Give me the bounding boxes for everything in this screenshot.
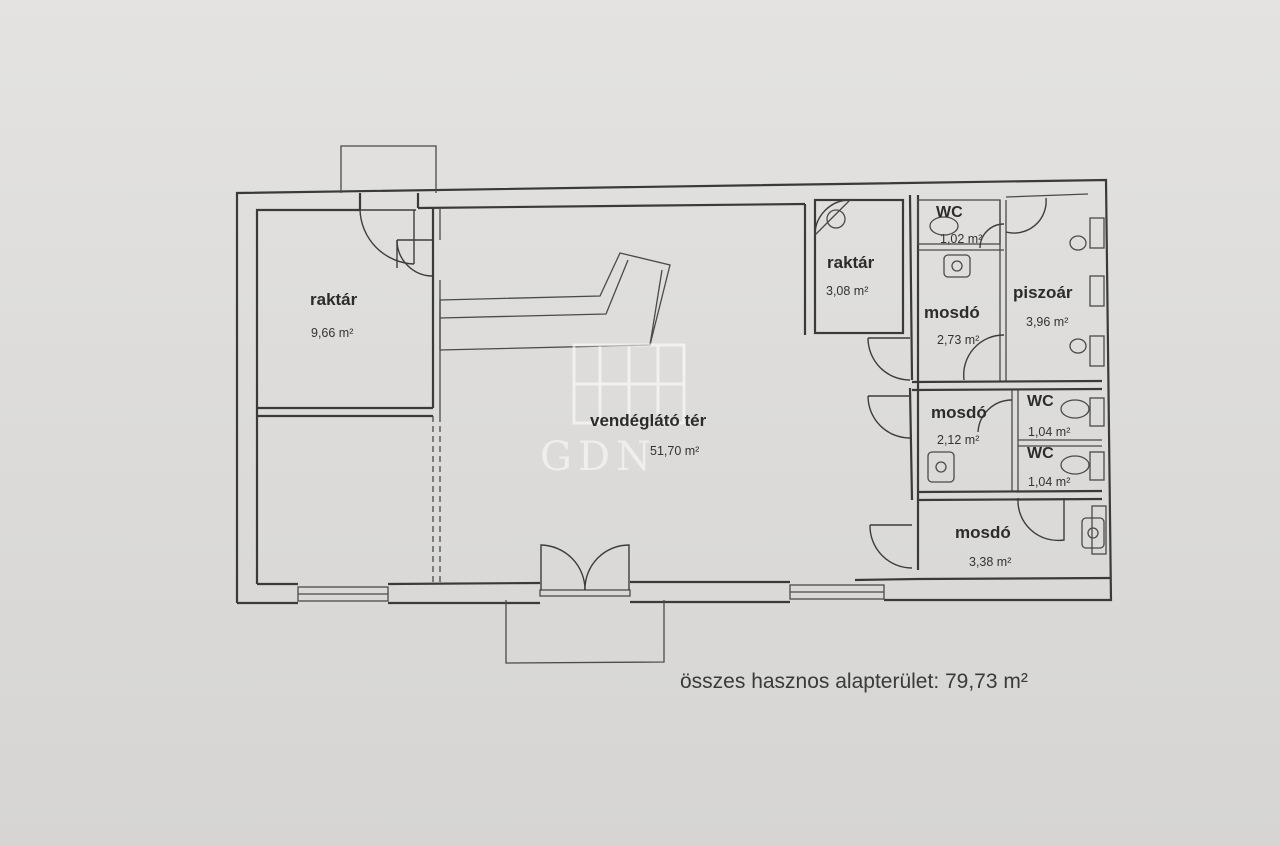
- room-name-wc-top: WC: [936, 204, 963, 221]
- sink-icon: [943, 254, 971, 278]
- room-area-urinal: 3,96 m²: [1026, 315, 1068, 329]
- room-name-wc-mid2: WC: [1027, 445, 1054, 462]
- room-name-urinal: piszoár: [1013, 283, 1073, 302]
- room-area-storage-large: 9,66 m²: [311, 326, 353, 340]
- watermark-text: GDN: [540, 434, 657, 480]
- room-area-wc-top: 1,02 m²: [940, 232, 982, 246]
- room-name-washroom-bottom: mosdó: [955, 523, 1011, 542]
- room-name-storage-small: raktár: [827, 253, 875, 272]
- room-area-wc-mid1: 1,04 m²: [1028, 425, 1070, 439]
- sink-icon: [927, 451, 955, 483]
- total-area-caption: összes hasznos alapterület: 79,73 m²: [680, 670, 1028, 693]
- small-storage-walls: [803, 198, 905, 335]
- toilet-icon: [1060, 455, 1090, 475]
- room-area-dining: 51,70 m²: [650, 444, 699, 458]
- room-name-washroom-mid: mosdó: [931, 403, 987, 422]
- watermark-logo: [572, 343, 686, 425]
- outer-walls: [235, 178, 1113, 605]
- urinal-icon: [1069, 235, 1087, 251]
- bottom-entrance: [505, 544, 665, 664]
- room-name-storage-large: raktár: [310, 290, 358, 309]
- room-area-storage-small: 3,08 m²: [826, 284, 868, 298]
- room-area-wc-mid2: 1,04 m²: [1028, 475, 1070, 489]
- sink-icon: [1081, 517, 1105, 549]
- room-area-washroom-bottom: 3,38 m²: [969, 555, 1011, 569]
- room-area-washroom-top: 2,73 m²: [937, 333, 979, 347]
- toilet-icon: [929, 216, 959, 236]
- room-area-washroom-mid: 2,12 m²: [937, 433, 979, 447]
- bar-counter: [439, 252, 671, 351]
- toilet-icon: [1060, 399, 1090, 419]
- wet-block-walls: [867, 193, 1103, 570]
- sanitary-fixtures: [927, 216, 1107, 555]
- room-name-dining: vendéglátó tér: [590, 411, 707, 430]
- urinal-icon: [1069, 338, 1087, 354]
- room-name-washroom-top: mosdó: [924, 303, 980, 322]
- top-entrance: [340, 145, 437, 265]
- room-name-wc-mid1: WC: [1027, 393, 1054, 410]
